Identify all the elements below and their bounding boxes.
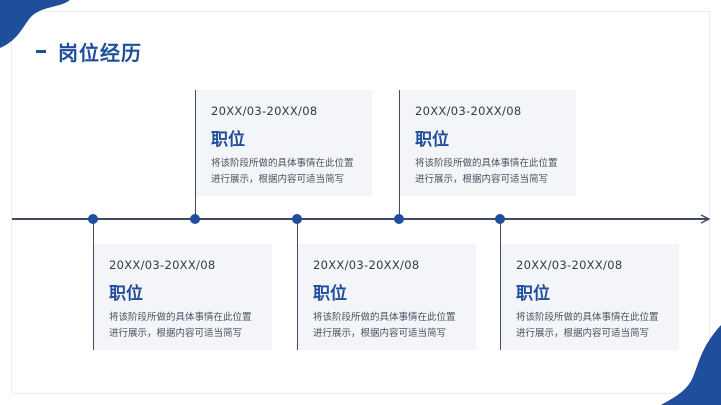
connector-top-1: [195, 90, 196, 219]
card-date: 20XX/03-20XX/08: [516, 258, 623, 272]
card-role: 职位: [415, 130, 449, 150]
timeline-dot-3: [292, 214, 302, 224]
timeline-dot-2: [190, 214, 200, 224]
slide-header: 岗位经历: [36, 38, 142, 65]
card-role: 职位: [211, 130, 245, 150]
card-date: 20XX/03-20XX/08: [313, 258, 420, 272]
card-date: 20XX/03-20XX/08: [415, 104, 522, 118]
timeline-card-top-2: 20XX/03-20XX/08 职位 将该阶段所做的具体事情在此位置进行展示，根…: [400, 90, 576, 196]
card-date: 20XX/03-20XX/08: [109, 258, 216, 272]
card-description: 将该阶段所做的具体事情在此位置进行展示，根据内容可适当简写: [211, 158, 354, 185]
connector-bottom-2: [297, 219, 298, 350]
timeline-dot-5: [495, 214, 505, 224]
card-role: 职位: [109, 284, 143, 304]
timeline-dot-4: [394, 214, 404, 224]
card-role: 职位: [313, 284, 347, 304]
corner-decoration-bottom-right: [661, 325, 721, 405]
card-description: 将该阶段所做的具体事情在此位置进行展示，根据内容可适当简写: [109, 312, 252, 339]
connector-top-2: [399, 90, 400, 219]
card-description: 将该阶段所做的具体事情在此位置进行展示，根据内容可适当简写: [313, 312, 456, 339]
slide-title: 岗位经历: [58, 40, 142, 65]
timeline-card-bottom-3: 20XX/03-20XX/08 职位 将该阶段所做的具体事情在此位置进行展示，根…: [501, 244, 679, 350]
timeline-card-bottom-2: 20XX/03-20XX/08 职位 将该阶段所做的具体事情在此位置进行展示，根…: [298, 244, 476, 350]
slide-frame: [11, 11, 710, 394]
arrow-right-icon: [700, 214, 710, 224]
timeline-card-bottom-1: 20XX/03-20XX/08 职位 将该阶段所做的具体事情在此位置进行展示，根…: [94, 244, 272, 350]
connector-bottom-1: [93, 219, 94, 350]
card-description: 将该阶段所做的具体事情在此位置进行展示，根据内容可适当简写: [415, 158, 558, 185]
title-dash: [36, 49, 46, 53]
card-description: 将该阶段所做的具体事情在此位置进行展示，根据内容可适当简写: [516, 312, 659, 339]
timeline-card-top-1: 20XX/03-20XX/08 职位 将该阶段所做的具体事情在此位置进行展示，根…: [196, 90, 372, 196]
connector-bottom-3: [500, 219, 501, 350]
corner-decoration-top-left: [0, 0, 70, 48]
card-date: 20XX/03-20XX/08: [211, 104, 318, 118]
timeline-dot-1: [88, 214, 98, 224]
card-role: 职位: [516, 284, 550, 304]
timeline-axis: [12, 218, 708, 220]
